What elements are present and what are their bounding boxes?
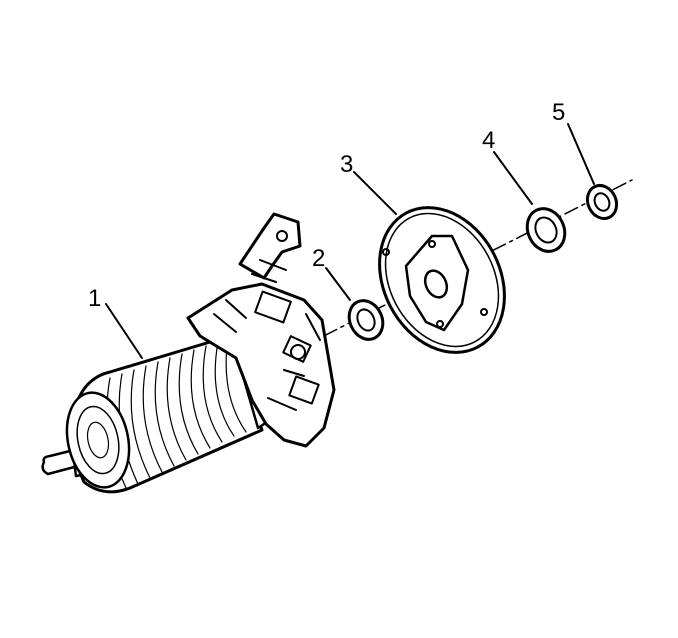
callout-1: 1 — [88, 285, 101, 312]
end-plate-part-3 — [378, 206, 506, 354]
callout-5: 5 — [552, 99, 565, 126]
leader-line-1 — [105, 303, 143, 359]
brush-holder-assembly — [186, 212, 336, 448]
leader-line-4 — [493, 151, 533, 205]
callout-4: 4 — [482, 127, 495, 154]
callout-2: 2 — [312, 245, 325, 272]
leader-line-5 — [567, 123, 595, 185]
washer-part-4 — [525, 207, 567, 253]
washer-part-2 — [347, 299, 385, 341]
callout-3: 3 — [340, 151, 353, 178]
leader-line-3 — [353, 171, 397, 215]
retainer-part-5 — [585, 183, 619, 221]
leader-line-2 — [325, 267, 351, 301]
